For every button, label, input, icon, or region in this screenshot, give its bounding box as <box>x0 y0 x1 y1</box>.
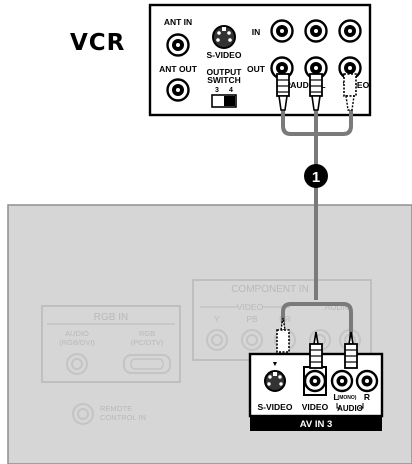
tv-video-jack[interactable] <box>303 369 327 393</box>
output-switch-label-1: OUTPUT <box>207 67 243 77</box>
step-1-badge: 1 <box>304 164 328 188</box>
remote-label-1: REMOTE <box>100 404 132 413</box>
in-label: IN <box>252 27 261 37</box>
component-pb-label: PB <box>246 314 258 324</box>
component-y-label: Y <box>214 314 220 324</box>
vcr-in-jack-1[interactable] <box>270 19 294 43</box>
out-label: OUT <box>247 64 266 74</box>
tv-video-plug <box>276 317 290 353</box>
rgb-pc-connector[interactable] <box>123 354 171 374</box>
ant-in-label: ANT IN <box>164 17 192 27</box>
tv-video-label: VIDEO <box>302 402 329 412</box>
output-switch[interactable] <box>211 94 237 108</box>
ant-in-jack[interactable] <box>166 33 190 57</box>
tv-panel: COMPONENT IN VIDEO AUDIO Y PB PR RGB IN … <box>7 204 412 464</box>
tv-audio-label: AUDIO <box>337 404 363 413</box>
vcr-video-plug <box>343 73 357 111</box>
switch-4-label: 4 <box>229 87 233 94</box>
vcr-panel: ANT IN ANT OUT S-VIDEO OUTPUT SWITCH 3 4… <box>148 3 372 117</box>
vcr-in-jack-2[interactable] <box>304 19 328 43</box>
vcr-audio-r-plug <box>276 73 290 111</box>
rgb-in-label: RGB IN <box>94 312 128 323</box>
tv-audio-r-jack[interactable] <box>355 369 379 393</box>
tv-l-label: L <box>333 392 338 402</box>
ant-out-jack[interactable] <box>166 78 190 102</box>
audio-rgb-label-1: AUDIO <box>65 329 89 338</box>
rgb-pc-label-1: RGB <box>139 329 155 338</box>
remote-label-2: CONTROL IN <box>100 413 146 422</box>
vcr-s-video-jack[interactable] <box>212 25 236 49</box>
audio-rgb-label-2: (RGB/DVI) <box>59 338 95 347</box>
vcr-audio-l-plug <box>309 73 323 111</box>
av-in-3-label: AV IN 3 <box>300 419 333 430</box>
component-video-group-label: VIDEO <box>237 302 264 312</box>
vcr-l-label: L <box>320 80 325 90</box>
output-switch-label-2: SWITCH <box>207 75 241 85</box>
tv-r-label: R <box>364 392 370 402</box>
s-video-marker: ▼ <box>272 361 279 368</box>
rgb-pc-label-2: (PC/DTV) <box>131 338 164 347</box>
tv-s-video-label: S-VIDEO <box>258 402 293 412</box>
vcr-s-video-label: S-VIDEO <box>207 50 242 60</box>
step-1-number: 1 <box>312 169 320 186</box>
tv-audio-l-plug <box>309 331 323 369</box>
tv-audio-l-jack[interactable] <box>330 369 354 393</box>
tv-s-video-jack[interactable] <box>264 370 286 392</box>
tv-audio-r-plug <box>344 331 358 369</box>
ant-out-label: ANT OUT <box>159 64 198 74</box>
tv-mono-label: (MONO) <box>338 395 357 401</box>
vcr-title: VCR <box>70 30 126 56</box>
vcr-audio-label: AUDIO <box>290 80 318 90</box>
component-audio-group-label: AUDIO <box>325 302 352 312</box>
component-in-label: COMPONENT IN <box>231 284 309 295</box>
vcr-in-jack-3[interactable] <box>338 19 362 43</box>
av-in-3-bar <box>250 416 382 431</box>
switch-3-label: 3 <box>215 87 219 94</box>
